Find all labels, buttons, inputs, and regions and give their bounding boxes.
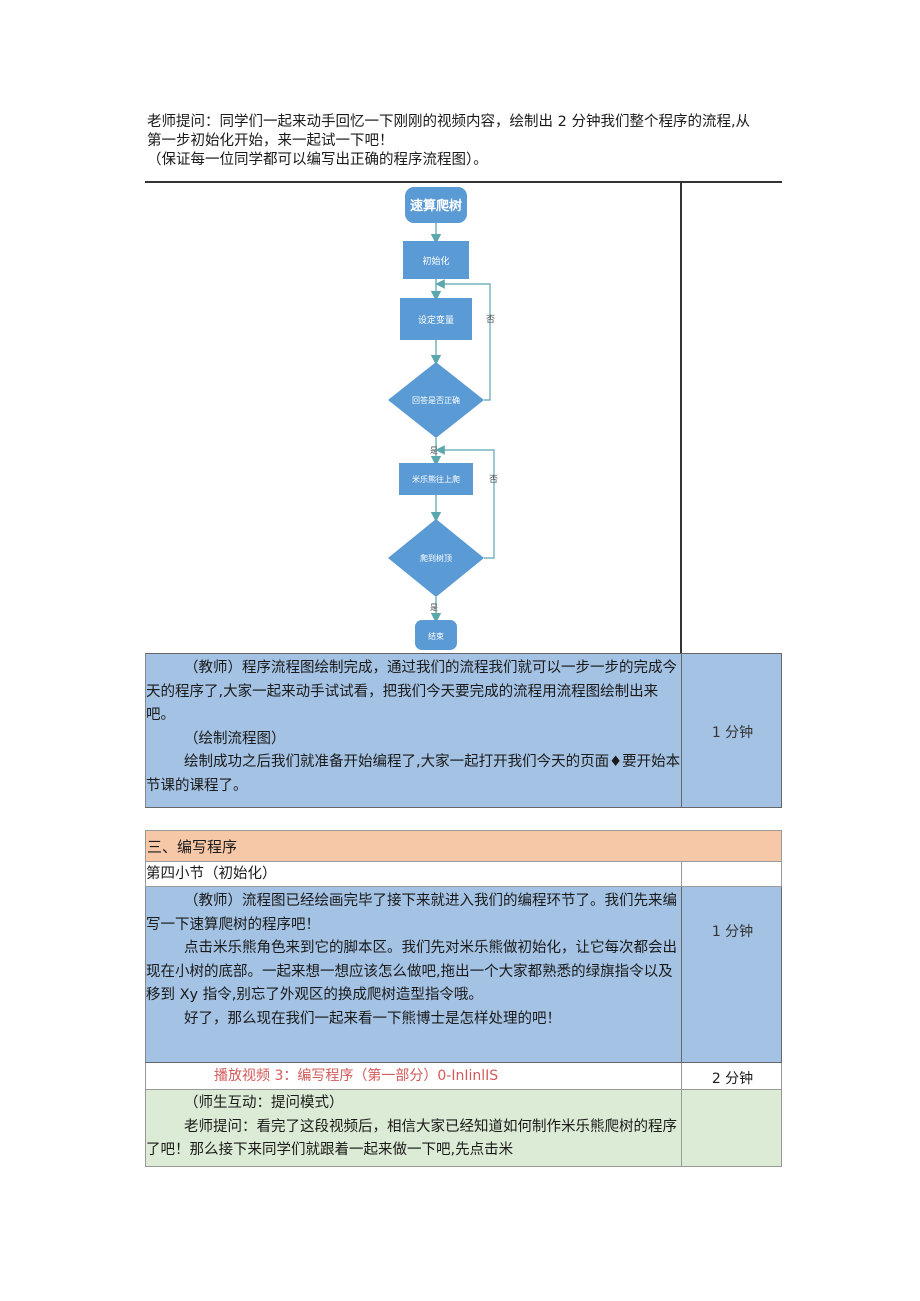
row-init-p2: 点击米乐熊角色来到它的脚本区。我们先对米乐熊做初始化，让它每次都会出现在小树的底…	[146, 940, 677, 1003]
row-init-p1: （教师）流程图已经绘画完毕了接下来就进入我们的编程环节了。我们先来编写一下速算爬…	[146, 893, 677, 933]
flow-loop-2	[435, 445, 495, 559]
intro-line-2: 第一步初始化开始，来一起试一下吧！	[147, 133, 394, 149]
flow-no-label-2: 否	[489, 474, 498, 485]
flow-no-label-1: 否	[486, 314, 495, 325]
flow-start-label: 速算爬树	[410, 198, 462, 214]
flow-top-decision	[388, 519, 484, 597]
column-divider	[680, 183, 682, 653]
row-teacher-time: 1 分钟	[711, 725, 754, 741]
flow-check-decision	[388, 362, 484, 438]
flow-setvar-node	[400, 298, 472, 340]
flow-end-label: 结束	[428, 631, 444, 641]
row-interact-p1: （师生互动：提问模式）	[184, 1095, 344, 1111]
row-teacher-p2: （绘制流程图）	[184, 730, 286, 747]
row-teacher-text-cell: （教师）程序流程图绘制完成，通过我们的流程我们就可以一步一步的完成今天的程序了,…	[145, 653, 681, 808]
flow-check-label: 回答是否正确	[412, 395, 460, 405]
row-init-text-cell: （教师）流程图已经绘画完毕了接下来就进入我们的编程环节了。我们先来编写一下速算爬…	[145, 887, 681, 1063]
flow-loop-1	[435, 279, 491, 401]
row-teacher-p1: （教师）程序流程图绘制完成，通过我们的流程我们就可以一步一步的完成今天的程序了,…	[146, 660, 677, 723]
subsection-time-cell	[681, 862, 782, 887]
intro-line-1: 老师提问：同学们一起来动手回忆一下刚刚的视频内容，绘制出 2 分钟我们整个程序的…	[147, 114, 751, 130]
row-video-text-cell: 播放视频 3：编写程序（第一部分）0-InIinlIS	[145, 1063, 681, 1090]
flow-yes-label-2: 是	[430, 603, 438, 612]
row-interact-time-cell	[681, 1090, 782, 1167]
row-init-time-cell: 1 分钟	[681, 887, 782, 1063]
flowchart: 速算爬树 初始化 设定变量 回答是否正确 否 是 米乐熊往上爬 爬到树顶 否 是…	[388, 187, 498, 650]
intro-block: 老师提问：同学们一起来动手回忆一下刚刚的视频内容，绘制出 2 分钟我们整个程序的…	[147, 113, 787, 170]
flow-setvar-label: 设定变量	[418, 314, 454, 326]
row-interact-text-cell: （师生互动：提问模式） 老师提问：看完了这段视频后，相信大家已经知道如何制作米乐…	[145, 1090, 681, 1167]
flow-climb-node	[399, 463, 473, 495]
row-video-time-cell: 2 分钟	[681, 1063, 782, 1090]
subsection-title: 第四小节（初始化）	[146, 866, 277, 882]
section-header: 三、编写程序	[145, 830, 782, 862]
flow-top-label: 爬到树顶	[420, 553, 452, 563]
flow-climb-label: 米乐熊往上爬	[412, 474, 460, 484]
intro-line-3: （保证每一位同学都可以编写出正确的程序流程图）。	[147, 152, 488, 168]
row-teacher-p3: 绘制成功之后我们就准备开始编程了,大家一起打开我们今天的页面♦要开始本节课的课程…	[146, 754, 681, 794]
flow-init-label: 初始化	[422, 255, 449, 267]
table-top-rule	[145, 181, 782, 183]
flow-init-node	[403, 241, 469, 279]
row-interact-p2: 老师提问：看完了这段视频后，相信大家已经知道如何制作米乐熊爬树的程序了吧！那么接…	[146, 1118, 677, 1159]
flow-start-node	[405, 187, 467, 223]
flow-yes-label-1: 是	[430, 446, 438, 455]
section-title: 三、编写程序	[147, 838, 238, 856]
row-init-time: 1 分钟	[711, 924, 754, 940]
flow-end-node	[415, 620, 457, 650]
subsection-cell: 第四小节（初始化）	[145, 862, 681, 887]
row-teacher-time-cell: 1 分钟	[681, 653, 782, 808]
row-video-time: 2 分钟	[711, 1071, 754, 1087]
row-init-p3: 好了，那么现在我们一起来看一下熊博士是怎样处理的吧！	[184, 1010, 561, 1027]
row-video-text: 播放视频 3：编写程序（第一部分）0-InIinlIS	[214, 1068, 499, 1084]
